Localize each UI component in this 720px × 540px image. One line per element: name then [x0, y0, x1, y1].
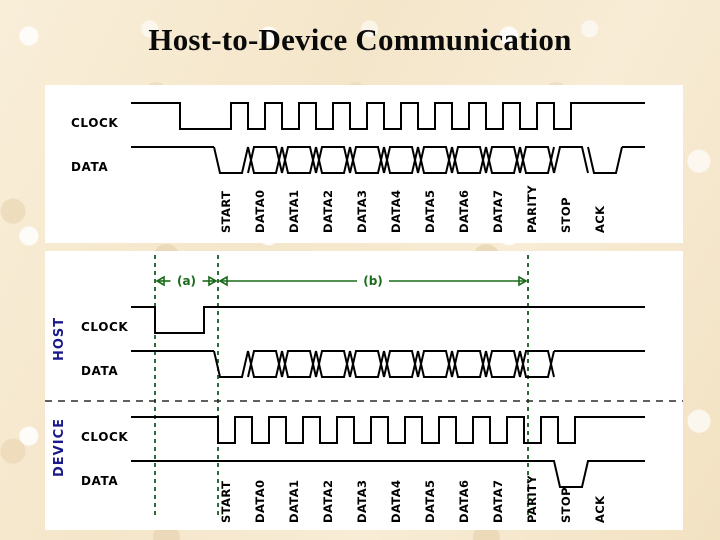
diagram-panel-bottom: (a) (b) HOST CLOCK DATA DEVICE CLOCK DATA START D… [45, 251, 683, 530]
data-waveform-seg [247, 146, 283, 174]
host-data-waveform-seg [451, 350, 487, 378]
host-data-waveform-seg [417, 350, 453, 378]
data-waveform-seg [519, 146, 555, 174]
annotation-label-0: (a) [177, 274, 196, 288]
data-waveform-seg [587, 146, 623, 174]
bit-label-data7: DATA7 [491, 190, 505, 233]
host-signal-label-data: DATA [81, 364, 118, 378]
host-data-waveform-seg [349, 350, 385, 378]
bottom-bit-label-parity: PARITY [525, 475, 539, 523]
bottom-bit-label-data2: DATA2 [321, 480, 335, 523]
bottom-bit-label-data6: DATA6 [457, 480, 471, 523]
device-data-waveform [131, 460, 645, 488]
host-to-device-frame-svg: CLOCK DATA START DATA0 DATA1 DATA2 DATA3 DATA4 D… [71, 102, 645, 233]
host-data-waveform-seg [485, 350, 521, 378]
data-waveform-seg [417, 146, 453, 174]
bit-label-ack: ACK [593, 205, 607, 233]
data-waveform-seg [553, 146, 589, 174]
group-label-host: HOST [52, 317, 67, 361]
arrowhead-right-1 [518, 275, 528, 287]
bit-label-start: START [219, 191, 233, 233]
bit-label-data3: DATA3 [355, 190, 369, 233]
bottom-bit-label-data4: DATA4 [389, 480, 403, 523]
data-waveform-seg [451, 146, 487, 174]
host-data-waveform-seg [519, 350, 555, 378]
signal-label-data: DATA [71, 160, 108, 174]
data-waveform-seg [349, 146, 385, 174]
clock-waveform [131, 102, 645, 130]
host-data-waveform-seg [213, 350, 249, 378]
diagram-panel-top: CLOCK DATA START DATA0 DATA1 DATA2 DATA3 DATA4 D… [45, 85, 683, 243]
bottom-bit-label-data3: DATA3 [355, 480, 369, 523]
data-waveform-seg [281, 146, 317, 174]
data-waveform-seg [315, 146, 351, 174]
data-waveform-seg [485, 146, 521, 174]
host-signal-label-clock: CLOCK [81, 320, 128, 334]
data-waveform-seg [383, 146, 419, 174]
device-signal-label-clock: CLOCK [81, 430, 128, 444]
device-clock-waveform [131, 416, 645, 444]
bit-label-stop: STOP [559, 197, 573, 233]
arrowhead-left-0 [155, 275, 165, 287]
host-data-waveform-seg [315, 350, 351, 378]
bottom-bit-label-start: START [219, 481, 233, 523]
host-device-handshake-svg: (a) (b) HOST CLOCK DATA DEVICE CLOCK DATA START D… [45, 255, 683, 523]
host-data-waveform-seg [281, 350, 317, 378]
bit-label-data2: DATA2 [321, 190, 335, 233]
arrowhead-right-0 [208, 275, 218, 287]
arrowhead-left-1 [218, 275, 228, 287]
bottom-bit-label-data0: DATA0 [253, 480, 267, 523]
bit-label-data6: DATA6 [457, 190, 471, 233]
signal-label-clock: CLOCK [71, 116, 118, 130]
bit-label-data5: DATA5 [423, 190, 437, 233]
bit-label-data4: DATA4 [389, 190, 403, 233]
host-data-waveform-seg [383, 350, 419, 378]
bottom-bit-label-ack: ACK [593, 495, 607, 523]
host-data-waveform-seg [247, 350, 283, 378]
host-clock-waveform [131, 306, 645, 334]
bottom-bit-label-data1: DATA1 [287, 480, 301, 523]
bottom-bit-label-data5: DATA5 [423, 480, 437, 523]
bit-label-parity: PARITY [525, 185, 539, 233]
bit-label-data0: DATA0 [253, 190, 267, 233]
group-label-device: DEVICE [52, 418, 67, 477]
bottom-bit-label-stop: STOP [559, 487, 573, 523]
annotation-label-1: (b) [363, 274, 383, 288]
page-title: Host-to-Device Communication [148, 22, 572, 57]
data-waveform-seg [213, 146, 249, 174]
bit-label-data1: DATA1 [287, 190, 301, 233]
bottom-bit-label-data7: DATA7 [491, 480, 505, 523]
device-signal-label-data: DATA [81, 474, 118, 488]
